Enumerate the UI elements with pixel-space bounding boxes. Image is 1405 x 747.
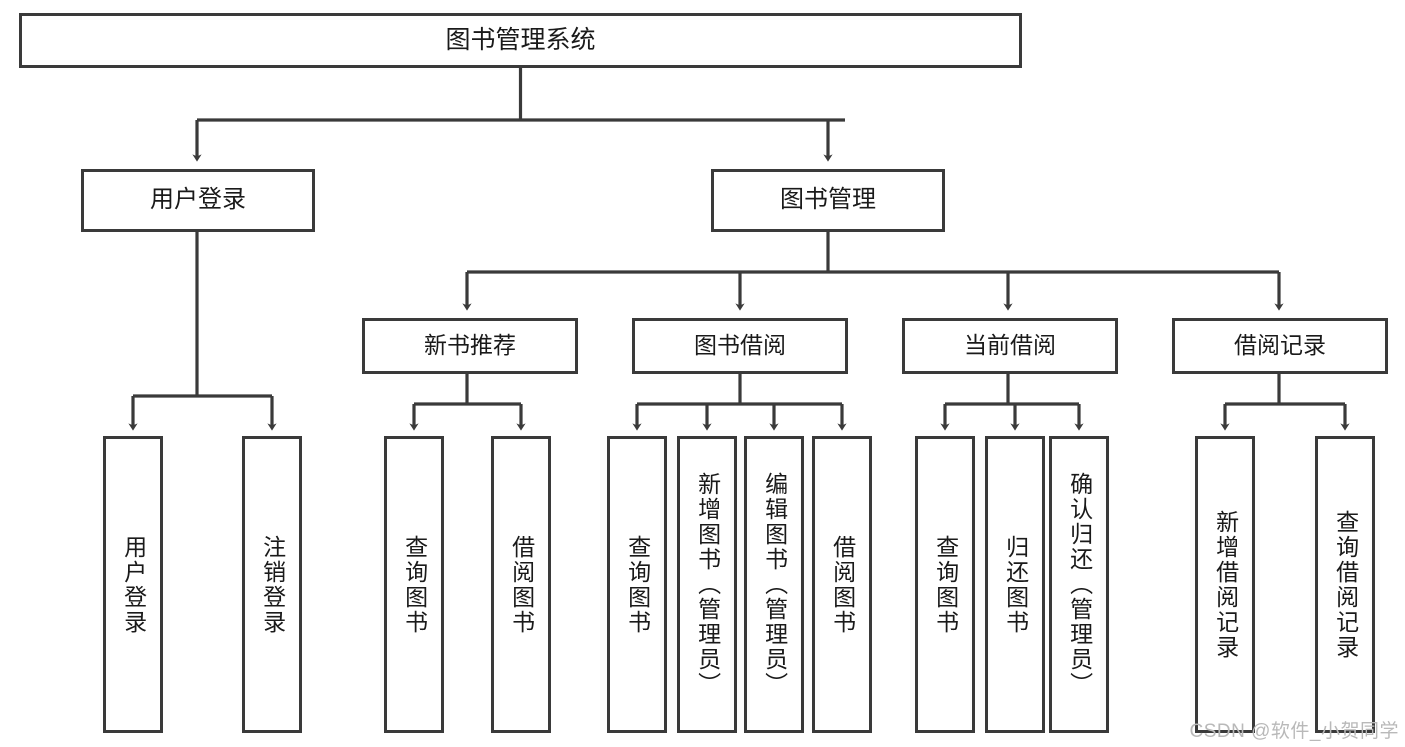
- node-current-borrow-label: 当前借阅: [964, 332, 1056, 359]
- node-book-management-label: 图书管理: [780, 186, 876, 214]
- leaf-records-add-record[interactable]: 新增借阅记录: [1195, 436, 1255, 733]
- leaf-borrow-add-book-admin[interactable]: 新增图书（管理员）: [677, 436, 737, 733]
- leaf-borrow-edit-book-admin[interactable]: 编辑图书（管理员）: [744, 436, 804, 733]
- leaf-label: 确认归还（管理员）: [1066, 472, 1093, 697]
- leaf-label: 注销登录: [259, 534, 286, 635]
- leaf-current-query-book[interactable]: 查询图书: [915, 436, 975, 733]
- leaf-label: 编辑图书（管理员）: [761, 472, 788, 697]
- watermark-text: CSDN @软件_小贺同学: [1189, 721, 1399, 742]
- leaf-label: 归还图书: [1002, 534, 1029, 635]
- leaf-recommend-query-book[interactable]: 查询图书: [384, 436, 444, 733]
- leaf-label: 借阅图书: [508, 534, 535, 635]
- node-book-management[interactable]: 图书管理: [711, 169, 945, 232]
- node-new-book-recommend[interactable]: 新书推荐: [362, 318, 578, 374]
- leaf-label: 查询图书: [932, 534, 959, 635]
- leaf-label: 查询借阅记录: [1332, 509, 1359, 660]
- node-book-borrow[interactable]: 图书借阅: [632, 318, 848, 374]
- leaf-label: 查询图书: [624, 534, 651, 635]
- leaf-label: 新增借阅记录: [1212, 509, 1239, 660]
- node-root[interactable]: 图书管理系统: [19, 13, 1022, 68]
- leaf-current-confirm-return-admin[interactable]: 确认归还（管理员）: [1049, 436, 1109, 733]
- node-user-login-label: 用户登录: [150, 186, 246, 214]
- node-current-borrow[interactable]: 当前借阅: [902, 318, 1118, 374]
- node-user-login[interactable]: 用户登录: [81, 169, 315, 232]
- leaf-label: 用户登录: [120, 534, 147, 635]
- node-new-book-recommend-label: 新书推荐: [424, 332, 516, 359]
- leaf-user-login-login[interactable]: 用户登录: [103, 436, 163, 733]
- leaf-borrow-query-book[interactable]: 查询图书: [607, 436, 667, 733]
- node-root-label: 图书管理系统: [445, 25, 596, 54]
- node-borrow-records-label: 借阅记录: [1234, 332, 1326, 359]
- leaf-current-return-book[interactable]: 归还图书: [985, 436, 1045, 733]
- leaf-records-query-record[interactable]: 查询借阅记录: [1315, 436, 1375, 733]
- leaf-user-login-logout[interactable]: 注销登录: [242, 436, 302, 733]
- node-book-borrow-label: 图书借阅: [694, 332, 786, 359]
- leaf-label: 查询图书: [401, 534, 428, 635]
- leaf-borrow-borrow-book[interactable]: 借阅图书: [812, 436, 872, 733]
- leaf-label: 借阅图书: [829, 534, 856, 635]
- leaf-label: 新增图书（管理员）: [694, 472, 721, 697]
- leaf-recommend-borrow-book[interactable]: 借阅图书: [491, 436, 551, 733]
- node-borrow-records[interactable]: 借阅记录: [1172, 318, 1388, 374]
